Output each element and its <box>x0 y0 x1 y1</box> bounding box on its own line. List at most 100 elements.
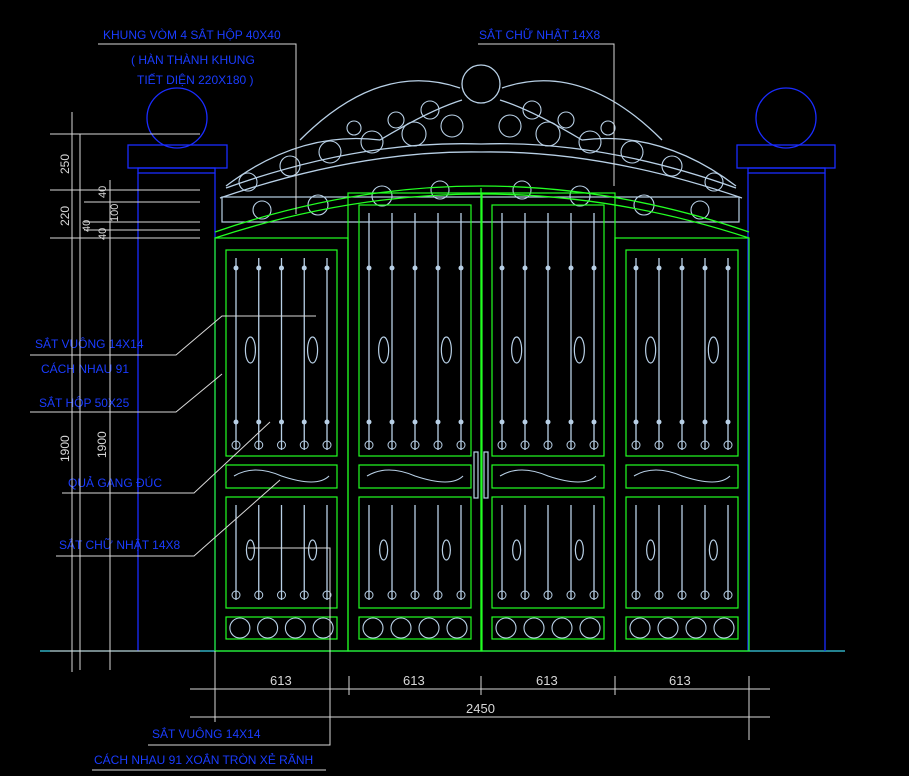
cast-iron-knob <box>702 265 708 271</box>
scroll-circle <box>498 114 522 138</box>
bar-curl <box>589 590 599 600</box>
scroll-circle <box>387 111 405 129</box>
cast-iron-knob <box>256 265 262 271</box>
dim-1900-inner: 1900 <box>95 431 109 458</box>
horizontal-dimensions <box>190 651 770 740</box>
bar-curl <box>299 590 309 600</box>
ring <box>713 617 735 639</box>
scroll-circle <box>600 120 616 136</box>
cast-iron-knob <box>256 419 262 425</box>
scroll-circle <box>360 130 384 154</box>
ring <box>551 617 573 639</box>
right-post-ball <box>755 87 817 149</box>
twisted-basket <box>441 539 451 561</box>
bar-curl <box>254 590 264 600</box>
handle-left <box>473 451 479 499</box>
bar-curl <box>231 440 241 450</box>
scroll-band <box>625 464 739 489</box>
gate-leaf <box>480 192 616 652</box>
cast-iron-knob <box>435 419 441 425</box>
annotations: KHUNG VÒM 4 SẮT HỘP 40X40 ( HÀN THÀNH KH… <box>35 27 601 767</box>
gate-panels <box>214 188 750 652</box>
bar-curl <box>364 590 374 600</box>
cast-iron-knob <box>301 419 307 425</box>
scroll-circle <box>279 155 301 177</box>
bar-curl <box>322 590 332 600</box>
bar-curl <box>520 440 530 450</box>
cast-iron-knob <box>279 265 284 271</box>
bar-curl <box>456 590 466 600</box>
cast-iron-knob <box>389 265 395 271</box>
cast-iron-knob <box>633 265 639 271</box>
scroll-circle <box>569 185 591 207</box>
dim-1900-outer: 1900 <box>58 435 72 462</box>
bar-curl <box>277 590 286 600</box>
dim-panel-3: 613 <box>536 673 558 688</box>
bar-curl <box>543 440 553 450</box>
dim-panel-2: 613 <box>403 673 425 688</box>
cast-iron-knob <box>591 419 597 425</box>
scroll-ornament <box>366 469 464 483</box>
vertical-dimension-texts: 250 220 40 40 100 40 1900 1900 <box>58 154 121 462</box>
cast-iron-knob <box>679 265 685 271</box>
dim-40c: 40 <box>97 228 109 240</box>
lower-grille-frame <box>358 496 472 609</box>
bar-curl <box>654 440 664 450</box>
bar-curl <box>700 590 710 600</box>
right-post <box>736 87 836 651</box>
gate-leaf <box>347 192 483 652</box>
twisted-basket <box>573 336 585 364</box>
scroll-ornament <box>233 469 330 483</box>
crown-scrolls <box>238 100 724 220</box>
scroll-circle <box>522 100 542 120</box>
upper-grille-frame <box>625 249 739 457</box>
scroll-band <box>491 464 605 489</box>
upper-grille-frame <box>358 204 472 457</box>
cast-iron-knob <box>499 265 505 271</box>
ring-band <box>491 616 605 640</box>
cast-iron-knob <box>522 419 528 425</box>
cast-iron-knob <box>301 265 307 271</box>
scroll-circle <box>318 140 342 164</box>
twisted-basket <box>511 336 523 364</box>
cast-iron-knob <box>279 419 284 425</box>
scroll-band <box>358 464 472 489</box>
twisted-basket <box>645 336 657 364</box>
scroll-circle <box>371 185 393 207</box>
bar-curl <box>456 440 466 450</box>
cast-iron-knob <box>725 265 731 271</box>
ring <box>418 617 440 639</box>
ring-band <box>625 616 739 640</box>
bar-curl <box>723 440 733 450</box>
scroll-circle <box>578 130 602 154</box>
bar-curl <box>497 440 507 450</box>
cast-iron-knob <box>324 419 330 425</box>
dim-220: 220 <box>58 206 72 226</box>
scroll-circle <box>620 140 644 164</box>
bar-curl <box>566 440 576 450</box>
gate-leaf <box>614 237 750 652</box>
left-post-ball <box>146 87 208 149</box>
bar-curl <box>387 440 397 450</box>
scroll-ornament <box>633 469 731 483</box>
ring <box>629 617 651 639</box>
bar-curl <box>723 590 733 600</box>
twisted-basket <box>379 539 389 561</box>
horizontal-dimension-texts: 613 613 613 613 2450 <box>270 673 691 716</box>
scroll-circle <box>430 180 450 200</box>
ring <box>495 617 517 639</box>
cast-iron-knob <box>458 265 464 271</box>
crown-ornament <box>219 64 743 199</box>
twisted-basket <box>307 539 318 561</box>
label-square-bar: SẮT VUÔNG 14X14 <box>35 336 144 351</box>
cast-iron-knob <box>458 419 464 425</box>
ring <box>312 617 334 639</box>
leader-lines <box>30 43 615 771</box>
label-rect-bar: SẮT CHỮ NHẬT 14X8 <box>59 537 181 552</box>
cast-iron-knob <box>324 265 330 271</box>
bar-curl <box>231 590 241 600</box>
cast-iron-knob <box>656 265 662 271</box>
cast-iron-knob <box>656 419 662 425</box>
cast-iron-knob <box>412 419 418 425</box>
scroll-circle <box>440 114 464 138</box>
